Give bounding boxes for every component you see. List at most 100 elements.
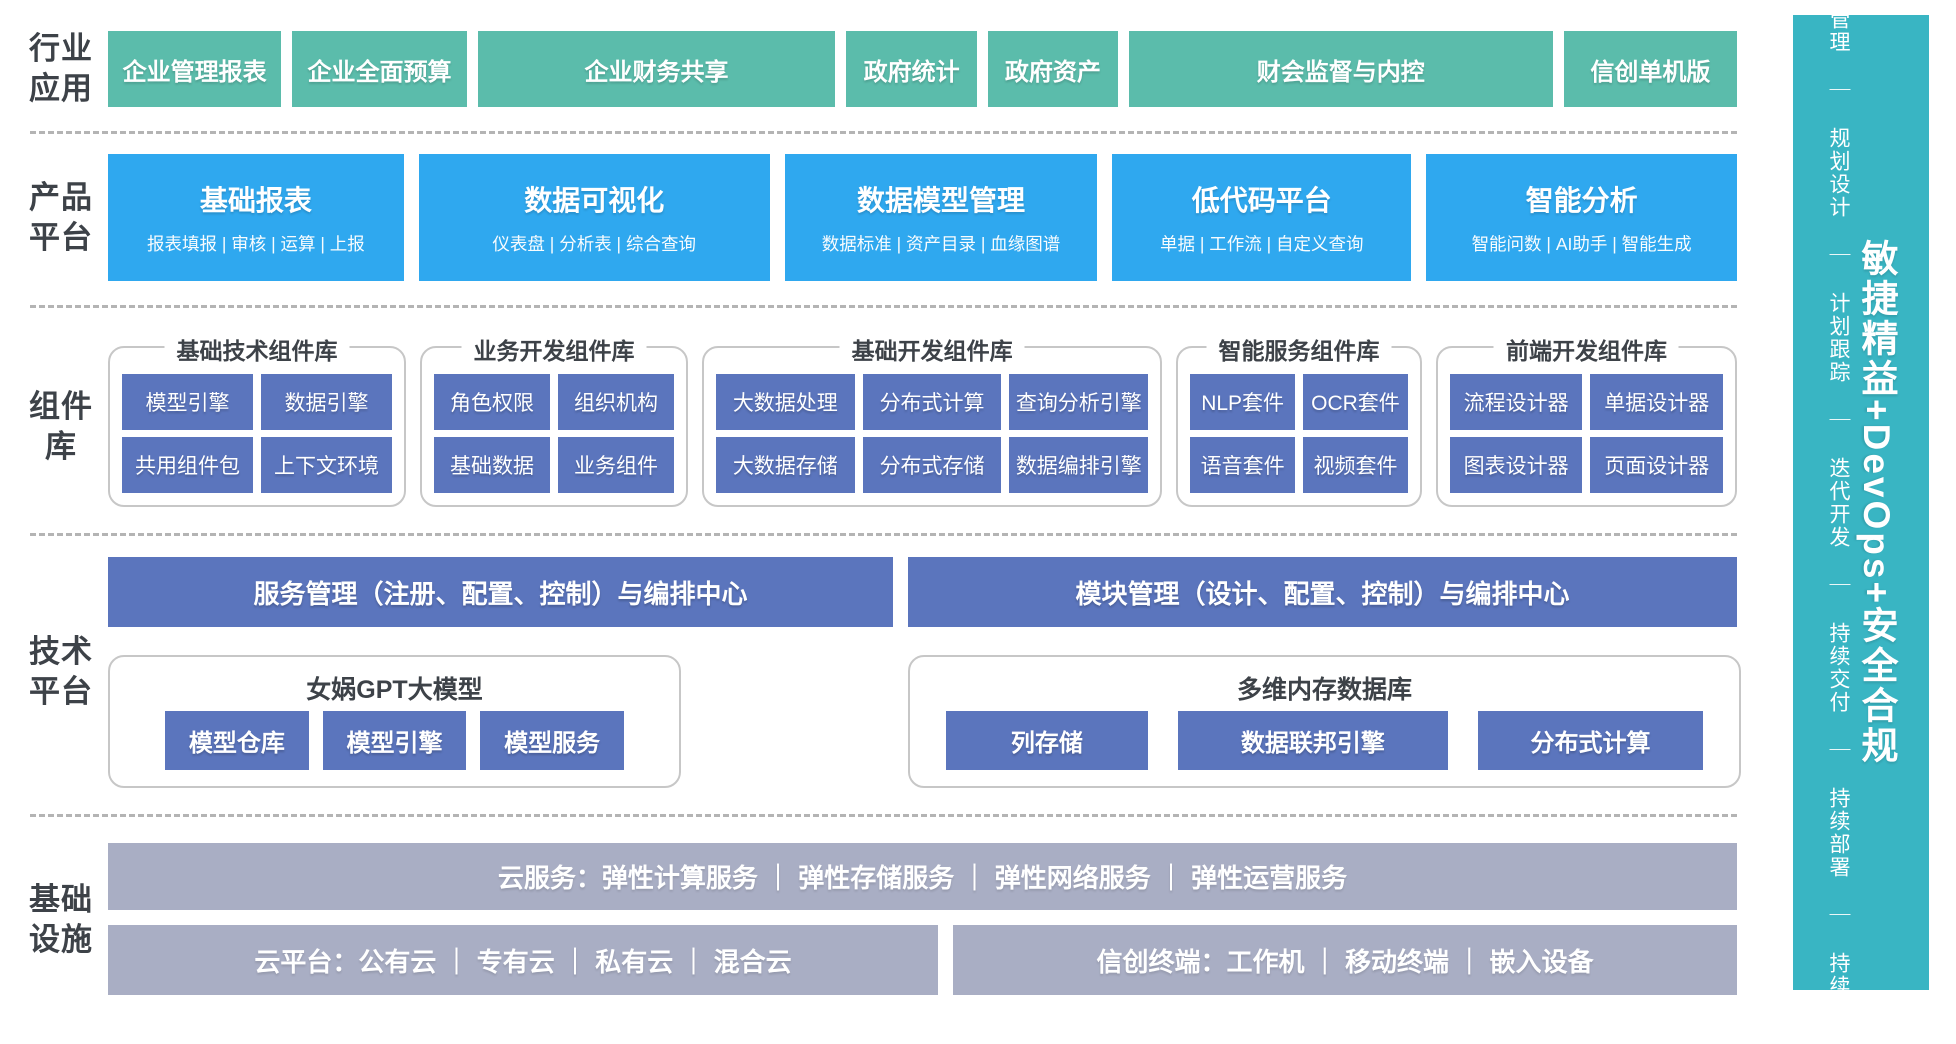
- devops-slogan-text: 敏捷精益+DevOps+安全合规: [1856, 238, 1898, 767]
- devops-process-text: 项目管理 ｜ 规划设计 ｜ 计划跟踪 ｜ 迭代开发 ｜ 持续交付 ｜ 持续部署 …: [1827, 0, 1851, 1044]
- tech-item: 模型仓库: [165, 711, 309, 770]
- component-item: 角色权限: [434, 374, 551, 430]
- component-item: 基础数据: [434, 437, 551, 493]
- tech-item: 模型服务: [480, 711, 625, 770]
- product-subtitle: 报表填报 | 审核 | 运算 | 上报: [147, 234, 365, 254]
- product-box: 低代码平台 单据 | 工作流 | 自定义查询: [1112, 154, 1412, 281]
- component-item: 数据引擎: [261, 374, 393, 430]
- layer-label-line: 设施: [29, 922, 93, 957]
- layer-label-line: 平台: [29, 220, 93, 255]
- layer-label-line: 技术: [29, 634, 93, 669]
- cloud-platform-bar: 云平台：公有云 ｜ 专有云 ｜ 私有云 ｜ 混合云: [108, 925, 938, 995]
- component-item: 语音套件: [1190, 437, 1296, 493]
- section-divider: [30, 131, 1737, 134]
- component-item: 查询分析引擎: [1009, 374, 1149, 430]
- tech-group-title: 多维内存数据库: [1236, 676, 1412, 704]
- product-subtitle: 智能问数 | AI助手 | 智能生成: [1471, 234, 1692, 254]
- industry-app-box: 财会监督与内控: [1128, 31, 1553, 107]
- section-divider: [30, 305, 1737, 308]
- section-divider: [30, 814, 1737, 817]
- component-item: 上下文环境: [261, 437, 393, 493]
- component-item: 单据设计器: [1590, 374, 1724, 430]
- industry-app-box: 政府统计: [846, 31, 977, 107]
- tech-group-title: 女娲GPT大模型: [306, 676, 483, 704]
- tech-item: 分布式计算: [1478, 711, 1703, 770]
- product-title: 数据模型管理: [856, 185, 1025, 216]
- module-management-banner: 模块管理（设计、配置、控制）与编排中心: [908, 557, 1737, 627]
- component-group-title: 前端开发组件库: [1493, 332, 1679, 366]
- component-item: 图表设计器: [1449, 437, 1583, 493]
- layer-label-line: 应用: [29, 71, 93, 106]
- component-item: 大数据处理: [715, 374, 855, 430]
- infra-row-platform-terminal: 云平台：公有云 ｜ 专有云 ｜ 私有云 ｜ 混合云 信创终端：工作机 ｜ 移动终…: [108, 925, 1737, 995]
- component-item: 模型引擎: [122, 374, 254, 430]
- tech-platform-groups: 女娲GPT大模型 模型仓库 模型引擎 模型服务 多维内存数据库 列存储 数据联邦…: [108, 655, 1741, 788]
- component-group-frontend-dev: 前端开发组件库 流程设计器 单据设计器 图表设计器 页面设计器: [1435, 332, 1738, 507]
- component-item: 分布式存储: [862, 437, 1002, 493]
- component-item: 分布式计算: [862, 374, 1002, 430]
- infra-row-cloud-service: 云服务：弹性计算服务 ｜ 弹性存储服务 ｜ 弹性网络服务 ｜ 弹性运营服务: [108, 843, 1737, 910]
- component-item: OCR套件: [1303, 374, 1408, 430]
- component-group-items: 大数据处理 分布式计算 查询分析引擎 大数据存储 分布式存储 数据编排引擎: [715, 374, 1149, 493]
- layer-label-components: 组件 库: [16, 387, 106, 467]
- tech-group-items: 列存储 数据联邦引擎 分布式计算: [946, 711, 1703, 770]
- product-platform-row: 基础报表 报表填报 | 审核 | 运算 | 上报 数据可视化 仪表盘 | 分析表…: [108, 154, 1737, 281]
- component-group-items: NLP套件 OCR套件 语音套件 视频套件: [1190, 374, 1408, 493]
- tech-item: 数据联邦引擎: [1177, 711, 1449, 770]
- component-group-basic-dev: 基础开发组件库 大数据处理 分布式计算 查询分析引擎 大数据存储 分布式存储 数…: [701, 332, 1163, 507]
- component-group-title: 业务开发组件库: [461, 332, 647, 366]
- layer-label-product: 产品 平台: [16, 178, 106, 258]
- component-group-title: 基础技术组件库: [164, 332, 350, 366]
- layer-label-line: 组件: [29, 389, 93, 424]
- product-title: 低代码平台: [1191, 185, 1332, 216]
- section-divider: [30, 533, 1737, 536]
- component-item: 共用组件包: [122, 437, 254, 493]
- layer-label-line: 平台: [29, 674, 93, 709]
- component-item: 流程设计器: [1449, 374, 1583, 430]
- layer-label-line: 产品: [29, 180, 93, 215]
- devops-sidebar: 项目管理 ｜ 规划设计 ｜ 计划跟踪 ｜ 迭代开发 ｜ 持续交付 ｜ 持续部署 …: [1793, 0, 1929, 1044]
- component-group-items: 流程设计器 单据设计器 图表设计器 页面设计器: [1449, 374, 1724, 493]
- component-item: 组织机构: [558, 374, 674, 430]
- product-subtitle: 仪表盘 | 分析表 | 综合查询: [492, 234, 696, 254]
- component-item: 页面设计器: [1590, 437, 1724, 493]
- layer-label-line: 行业: [29, 31, 93, 66]
- component-group-title: 基础开发组件库: [839, 332, 1025, 366]
- layer-label-infra: 基础 设施: [16, 880, 106, 960]
- layer-label-line: 库: [45, 429, 77, 464]
- memory-database-group: 多维内存数据库 列存储 数据联邦引擎 分布式计算: [908, 655, 1741, 788]
- product-box: 智能分析 智能问数 | AI助手 | 智能生成: [1426, 154, 1737, 281]
- product-title: 基础报表: [199, 185, 312, 216]
- layer-label-tech: 技术 平台: [16, 632, 106, 712]
- layer-label-industry: 行业 应用: [16, 29, 106, 109]
- component-item: 大数据存储: [715, 437, 855, 493]
- component-library-row: 基础技术组件库 模型引擎 数据引擎 共用组件包 上下文环境 业务开发组件库 角色…: [108, 332, 1738, 507]
- component-item: 视频套件: [1303, 437, 1408, 493]
- industry-app-box: 政府资产: [987, 31, 1118, 107]
- industry-apps-row: 企业管理报表 企业全面预算 企业财务共享 政府统计 政府资产 财会监督与内控 信…: [108, 31, 1738, 107]
- component-group-business-dev: 业务开发组件库 角色权限 组织机构 基础数据 业务组件: [420, 332, 688, 507]
- industry-app-box: 企业全面预算: [292, 31, 467, 107]
- component-group-basic-tech: 基础技术组件库 模型引擎 数据引擎 共用组件包 上下文环境: [108, 332, 407, 507]
- product-box: 基础报表 报表填报 | 审核 | 运算 | 上报: [108, 154, 404, 281]
- component-group-ai-service: 智能服务组件库 NLP套件 OCR套件 语音套件 视频套件: [1176, 332, 1422, 507]
- tech-item: 模型引擎: [322, 711, 467, 770]
- tech-item: 列存储: [946, 711, 1148, 770]
- industry-app-box: 企业管理报表: [108, 31, 282, 107]
- xinchuang-terminal-bar: 信创终端：工作机 ｜ 移动终端 ｜ 嵌入设备: [953, 925, 1737, 995]
- tech-group-items: 模型仓库 模型引擎 模型服务: [165, 711, 625, 770]
- industry-app-box: 企业财务共享: [477, 31, 836, 107]
- product-title: 智能分析: [1525, 185, 1638, 216]
- component-item: 数据编排引擎: [1009, 437, 1149, 493]
- product-subtitle: 单据 | 工作流 | 自定义查询: [1160, 234, 1364, 254]
- component-item: 业务组件: [558, 437, 674, 493]
- product-box: 数据可视化 仪表盘 | 分析表 | 综合查询: [418, 154, 770, 281]
- gpt-model-group: 女娲GPT大模型 模型仓库 模型引擎 模型服务: [108, 655, 681, 788]
- industry-app-box: 信创单机版: [1563, 31, 1738, 107]
- layer-label-line: 基础: [29, 882, 93, 917]
- cloud-service-bar: 云服务：弹性计算服务 ｜ 弹性存储服务 ｜ 弹性网络服务 ｜ 弹性运营服务: [108, 843, 1737, 910]
- component-group-items: 模型引擎 数据引擎 共用组件包 上下文环境: [122, 374, 393, 493]
- tech-banner-row: 服务管理（注册、配置、控制）与编排中心 模块管理（设计、配置、控制）与编排中心: [108, 557, 1737, 627]
- product-box: 数据模型管理 数据标准 | 资产目录 | 血缘图谱: [784, 154, 1098, 281]
- component-group-title: 智能服务组件库: [1206, 332, 1392, 366]
